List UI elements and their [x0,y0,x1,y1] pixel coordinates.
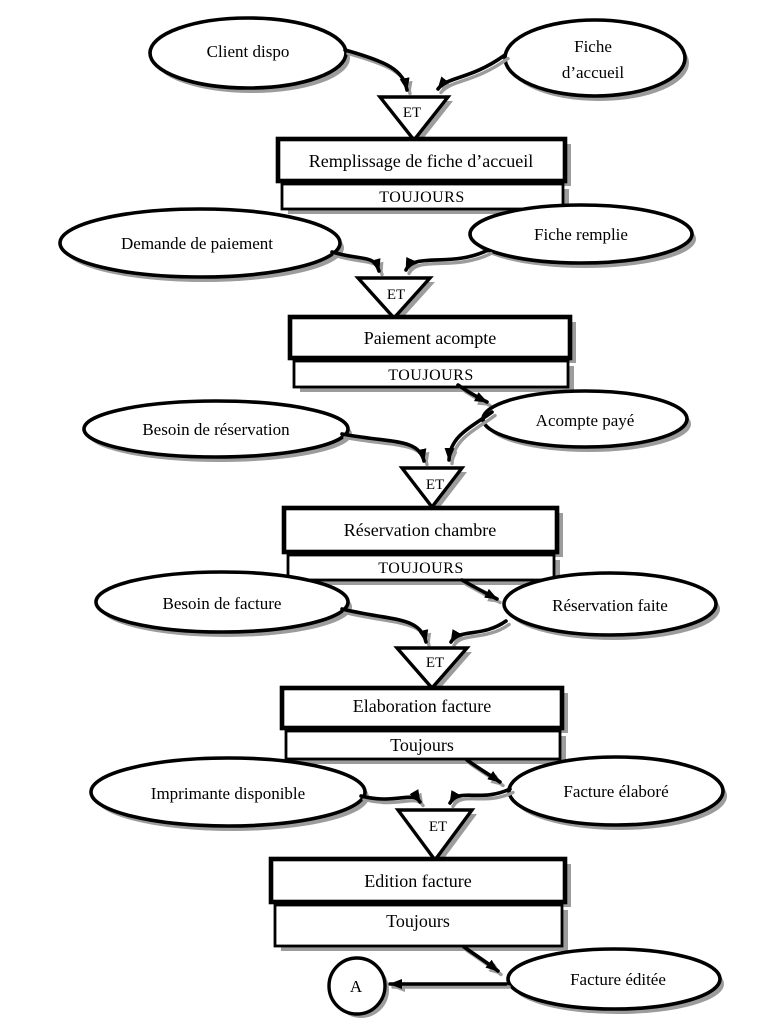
arrow-rule3-to-reservation-faite [460,578,502,605]
event-demande-paiement: Demande de paiement [58,207,344,282]
and-gate-5: ET [394,808,477,864]
event-label-demande-paiement: Demande de paiement [121,234,273,253]
rule-label-4: Toujours [390,735,454,755]
arrow-facture-editee-to-connector-a [388,979,511,992]
arrow-rule2-to-acompte-paye [456,383,492,408]
arrow-demande-paiement-to-et2 [330,250,384,277]
and-gate-2: ET [354,276,435,322]
and-gate-3-label: ET [426,477,444,493]
event-besoin-facture: Besoin de facture [94,570,352,637]
and-gate-2-label: ET [387,287,405,303]
event-imprimante-disponible: Imprimante disponible [89,756,369,831]
arrow-fiche-accueil-to-et1 [436,53,510,95]
rule-label-3: TOUJOURS [378,560,464,577]
arrow-besoin-facture-to-et4 [340,607,432,648]
event-fiche-remplie: Fiche remplie [468,203,696,268]
arrow-rule5-to-facture-editee [462,945,503,977]
and-gate-3: ET [398,466,467,511]
rule-box-2: TOUJOURS [292,359,574,392]
rule-box-3: TOUJOURS [286,553,560,585]
event-besoin-reservation: Besoin de réservation [82,399,352,462]
rule-label-5: Toujours [386,911,450,931]
arrow-client-dispo-to-et1 [343,48,413,96]
arrow-facture-elabore-to-et5 [448,787,515,809]
arrow-reservation-faite-to-et4 [449,619,511,648]
event-label-besoin-facture: Besoin de facture [163,594,282,613]
rule-box-5: Toujours [273,903,568,951]
event-facture-editee: Facture éditée [506,947,724,1014]
event-label-acompte-paye: Acompte payé [536,411,635,430]
and-gate-5-label: ET [429,819,447,835]
event-label-facture-elabore: Facture élaboré [563,782,668,801]
operation-label-remplissage: Remplissage de fiche d’accueil [309,151,533,171]
rule-box-4: Toujours [284,729,566,764]
connector-a-label: A [350,977,363,996]
and-gate-1: ET [376,95,453,144]
and-gate-1-label: ET [403,105,421,121]
rule-label-1: TOUJOURS [379,189,465,206]
operation-label-edition: Edition facture [364,871,471,891]
and-gate-4: ET [393,646,472,692]
event-fiche-accueil: Fiche d’accueil [503,18,689,101]
event-label-fiche-accueil-line1: Fiche [574,37,612,56]
event-label-fiche-remplie: Fiche remplie [534,225,628,244]
arrow-rule4-to-facture-elabore [465,758,505,788]
and-gate-4-label: ET [426,655,444,671]
event-label-besoin-reservation: Besoin de réservation [142,420,290,439]
operation-box-remplissage: Remplissage de fiche d’accueil [275,136,571,186]
operation-box-edition: Edition facture [268,856,571,907]
event-facture-elabore: Facture élaboré [507,755,727,830]
arrow-acompte-paye-to-et3 [444,410,497,466]
event-label-fiche-accueil-line2: d’accueil [562,63,625,82]
operation-box-elaboration: Elaboration facture [279,685,568,733]
connector-a: A [327,956,389,1018]
event-label-reservation-faite: Réservation faite [552,596,668,615]
arrow-imprimante-to-et5 [359,789,425,808]
arrow-fiche-remplie-to-et2 [404,248,493,276]
operation-label-paiement: Paiement acompte [364,328,496,348]
operation-label-reservation: Réservation chambre [344,520,496,540]
arrow-besoin-reservation-to-et3 [340,432,430,467]
operation-box-reservation: Réservation chambre [281,505,563,557]
event-label-client-dispo: Client dispo [207,42,290,61]
operation-box-paiement: Paiement acompte [287,314,576,363]
event-reservation-faite: Réservation faite [502,571,720,640]
rule-label-2: TOUJOURS [388,367,474,384]
event-client-dispo: Client dispo [148,16,350,93]
event-label-facture-editee: Facture éditée [570,970,666,989]
event-label-imprimante-disponible: Imprimante disponible [151,784,305,803]
event-acompte-paye: Acompte payé [481,389,691,452]
operation-label-elaboration: Elaboration facture [353,696,491,716]
